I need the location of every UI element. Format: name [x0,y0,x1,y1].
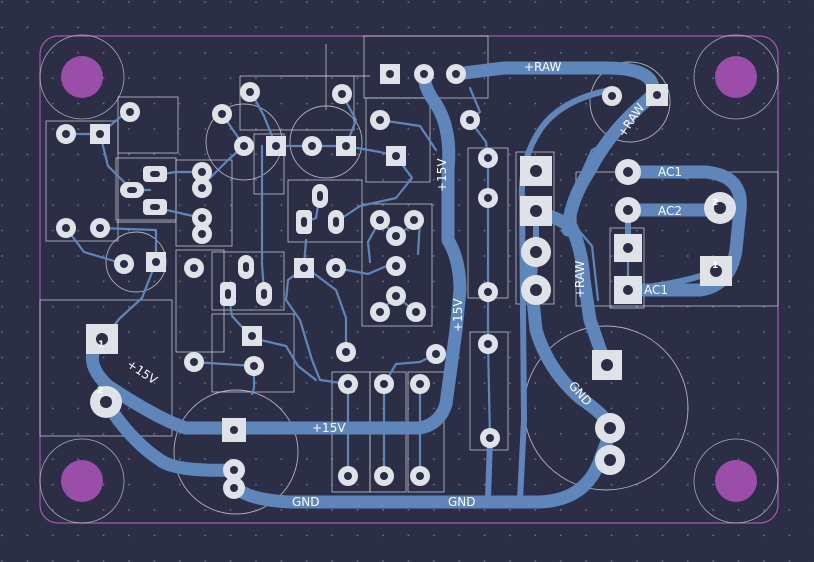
pad-number-right-1: 1 [712,261,718,271]
net-label-raw-top: +RAW [524,60,561,74]
pad-number-left-2: 2 [97,386,103,396]
mounting-holes [39,34,779,524]
mounting-hole-bottom-right [715,460,757,502]
net-label-ac2: AC2 [658,204,682,218]
net-label-ac1-bottom: AC1 [644,283,668,297]
net-label-raw-vert: +RAW [573,261,587,298]
net-label-gnd-bottom-right: GND [448,495,476,509]
trace-gnd-vertical [524,245,619,435]
power-traces [86,61,747,509]
net-label-ac1-top: AC1 [658,165,682,179]
mounting-hole-top-left [61,56,103,98]
pads [56,64,736,499]
trace-raw-diag [561,89,659,237]
trace-gnd-bottom [229,421,619,509]
trace-15v-vertical [227,67,467,435]
pad-number-left-1: 1 [98,340,104,350]
trace-gnd-left [99,395,241,477]
net-label-15v-bottom: +15V [312,421,346,435]
mounting-hole-top-right [715,56,757,98]
net-label-15v-right: +15V [451,298,465,332]
pad-number-right-2: 2 [712,198,718,208]
mounting-hole-bottom-left [61,460,103,502]
pad-numbers: 1 2 1 2 [97,198,718,396]
net-label-gnd-bottom-left: GND [292,495,320,509]
net-label-15v-mid: +15V [435,158,449,192]
